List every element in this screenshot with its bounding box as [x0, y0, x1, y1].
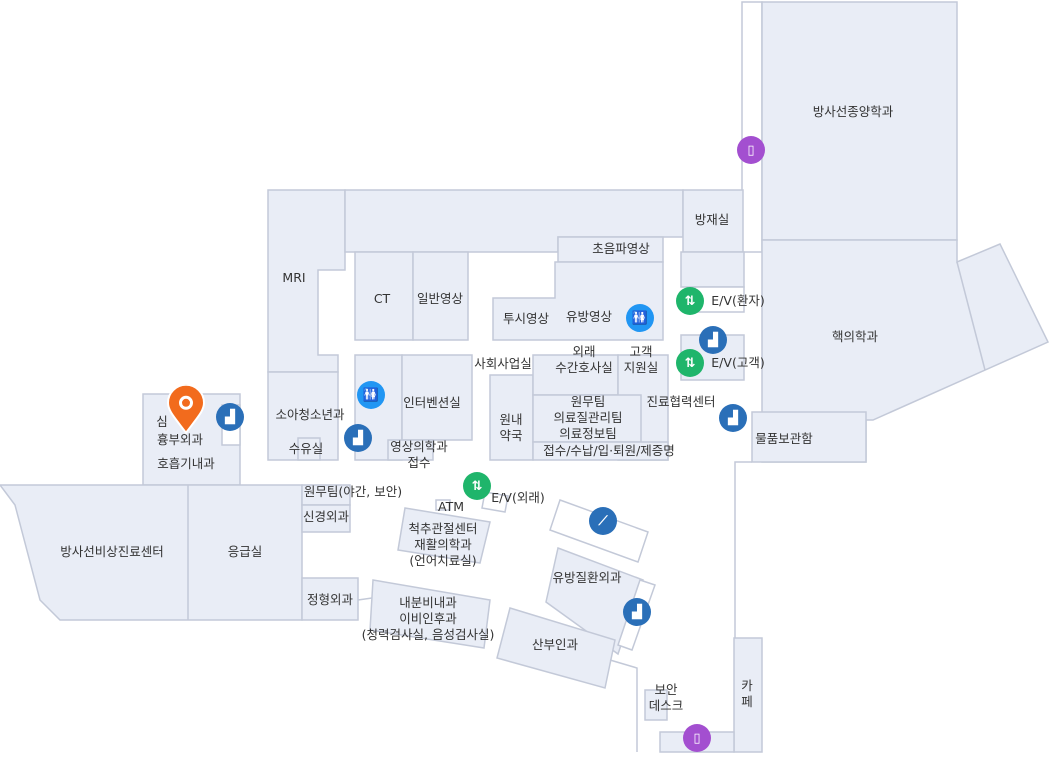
room-pharmacy[interactable] [489, 374, 534, 461]
room-ultrasound[interactable] [557, 236, 664, 263]
room-reception[interactable] [532, 441, 669, 461]
corridor [741, 1, 763, 253]
label-emergency-room: 응급실 [227, 544, 263, 559]
label-lockers: 물품보관함 [755, 431, 813, 446]
label-interventional: 인터벤션실 [403, 395, 461, 410]
stairs-icon[interactable]: ▟ [699, 326, 727, 354]
label-ultrasound: 초음파영상 [592, 241, 650, 256]
room-general-imaging[interactable] [412, 251, 469, 341]
room-mri[interactable] [267, 189, 346, 373]
label-atm: ATM [437, 499, 465, 514]
room-lockers[interactable] [751, 411, 867, 463]
room-disaster[interactable] [682, 189, 744, 253]
stairs-icon[interactable]: ▟ [623, 598, 651, 626]
label-cafe: 카 페 [741, 678, 753, 709]
label-customer-support: 고객 지원실 [623, 344, 659, 375]
stairs-icon[interactable]: ▟ [719, 404, 747, 432]
room-endocrinology[interactable] [369, 579, 491, 649]
exit-door-icon[interactable]: ▯ [737, 136, 765, 164]
room-breast-surgery[interactable] [545, 546, 644, 656]
label-endocrinology: 내분비내과 이비인후과 (청력검사실, 음성검사실) [361, 595, 495, 642]
room-interventional[interactable] [401, 354, 473, 441]
label-referral-center: 진료협력센터 [646, 394, 716, 409]
elevator-icon[interactable]: ⇅ [676, 349, 704, 377]
stairs-icon[interactable]: ▟ [216, 403, 244, 431]
label-admin-team: 원무팀 의료질관리팀 의료정보팀 [553, 394, 623, 441]
label-pediatrics: 소아청소년과 [275, 407, 345, 422]
room-security-desk[interactable] [644, 689, 668, 721]
label-outpatient-nurse: 외래 수간호사실 [555, 344, 613, 375]
label-radiology-reception: 영상의학과 접수 [390, 439, 448, 470]
label-obgyn: 산부인과 [531, 637, 579, 652]
room-ev-patient[interactable] [680, 251, 745, 288]
room-cafe[interactable] [733, 637, 763, 753]
label-nuclear-medicine: 핵의학과 [831, 329, 879, 344]
label-mammography: 유방영상 [565, 309, 613, 324]
room-obgyn[interactable] [496, 607, 616, 689]
label-admin-night: 원무팀(야간, 보안) [303, 484, 403, 499]
exit-door-icon[interactable]: ▯ [683, 724, 711, 752]
room-ct[interactable] [354, 251, 414, 341]
room-neurosurgery[interactable] [301, 504, 351, 533]
label-mri: MRI [282, 270, 306, 285]
restroom-icon[interactable]: 🚻 [626, 304, 654, 332]
room-orthopedics[interactable] [301, 577, 359, 621]
label-thoracic-1: 심 [156, 414, 168, 429]
label-thoracic-2: 흉부외과 [156, 432, 204, 447]
room-spine-center[interactable] [397, 507, 491, 564]
label-breast-surgery: 유방질환외과 [552, 570, 622, 585]
label-ev-patient: E/V(환자) [711, 293, 765, 308]
room-nursing[interactable] [297, 437, 321, 461]
label-nursing-room: 수유실 [288, 441, 324, 456]
label-pharmacy: 원내 약국 [499, 412, 523, 443]
room-radiation-oncology[interactable] [761, 1, 958, 241]
label-disaster-room: 방재실 [694, 212, 730, 227]
label-radiation-oncology: 방사선종양학과 [812, 104, 894, 119]
label-spine-center: 척추관절센터 재활의학과 (언어치료실) [408, 521, 478, 568]
label-ev-outpatient: E/V(외래) [491, 490, 545, 505]
elevator-icon[interactable]: ⇅ [463, 472, 491, 500]
restroom-icon[interactable]: 🚻 [357, 381, 385, 409]
room-radiology-reception[interactable] [387, 439, 434, 461]
label-emergency-radiation: 방사선비상진료센터 [60, 544, 164, 559]
label-orthopedics: 정형외과 [306, 592, 354, 607]
label-pulmonology: 호흡기내과 [157, 456, 215, 471]
label-ev-customer: E/V(고객) [711, 355, 765, 370]
location-pin-icon[interactable] [166, 383, 206, 439]
elevator-icon[interactable]: ⇅ [676, 287, 704, 315]
room-outpatient-nurse[interactable] [532, 354, 619, 396]
room-fluoro-mammo[interactable] [492, 261, 664, 341]
label-fluoroscopy: 투시영상 [502, 311, 550, 326]
label-general-imaging: 일반영상 [416, 291, 464, 306]
label-social-work: 사회사업실 [474, 356, 532, 371]
label-neurosurgery: 신경외과 [302, 509, 350, 524]
escalator-icon[interactable]: ⟋ [589, 507, 617, 535]
stairs-icon[interactable]: ▟ [344, 424, 372, 452]
label-security-desk: 보안 데스크 [648, 682, 684, 713]
label-reception: 접수/수납/입·퇴원/제증명 [543, 443, 675, 458]
label-ct: CT [373, 291, 391, 306]
